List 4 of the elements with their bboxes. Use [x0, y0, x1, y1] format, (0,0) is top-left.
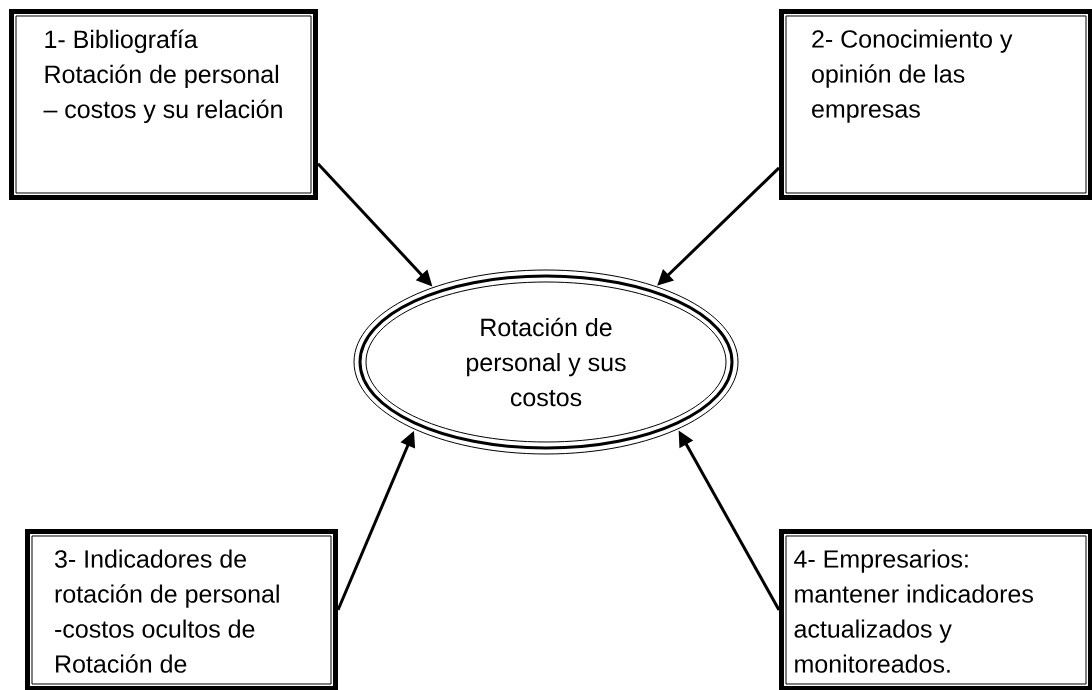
text-box: 1- Bibliografía Rotación de personal – costos y su relación — [9, 9, 318, 200]
text-box: 3- Indicadores de rotación de personal -costos ocultos de Rotación de — [25, 529, 338, 690]
text-box: 4- Empresarios: mantener indicadores actualizados y monitoreados. — [779, 529, 1092, 690]
text-box: 2- Conocimiento y opinión de las empresas — [779, 9, 1092, 200]
